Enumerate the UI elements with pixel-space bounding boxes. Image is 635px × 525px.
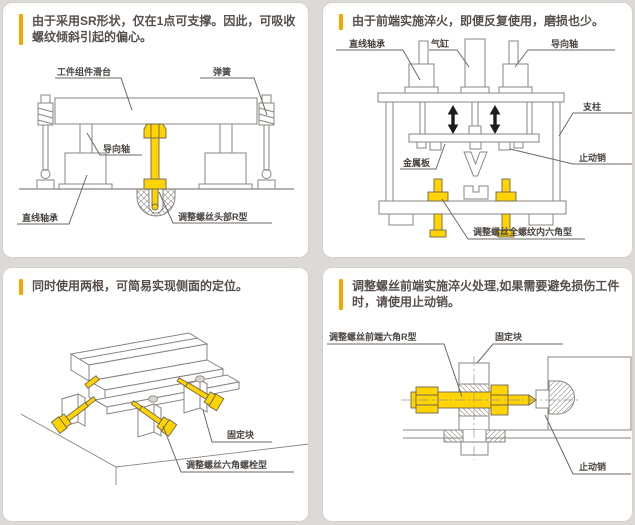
bullet-bar-icon bbox=[19, 14, 23, 46]
panel-header: 同时使用两根，可简易实现侧面的定位。 bbox=[3, 268, 308, 295]
panel-description: 调整螺丝前端实施淬火处理,如果需要避免损伤工件时，请使用止动销。 bbox=[352, 279, 620, 309]
label-adjust-screw-r-head: 调整螺丝头部R型 bbox=[178, 211, 248, 222]
label-stop-pin: 止动销 bbox=[579, 461, 606, 472]
panel-header: 由于采用SR形状，仅在1点可支撑。因此，可吸收螺纹倾斜引起的偏心。 bbox=[3, 3, 308, 46]
leader-lines bbox=[327, 343, 631, 475]
leader-lines bbox=[336, 49, 632, 240]
panel-description: 由于采用SR形状，仅在1点可支撑。因此，可吸收螺纹倾斜引起的偏心。 bbox=[32, 14, 296, 44]
panel-header: 由于前端实施淬火，即便反复使用，磨损也少。 bbox=[323, 3, 632, 30]
panel-header: 调整螺丝前端实施淬火处理,如果需要避免损伤工件时，请使用止动销。 bbox=[323, 268, 632, 311]
label-linear-bearing: 直线轴承 bbox=[349, 38, 385, 49]
label-guide-shaft: 导向轴 bbox=[551, 38, 578, 49]
label-adjust-screw-hex-r: 调整螺丝前端六角R型 bbox=[329, 331, 417, 342]
bullet-bar-icon bbox=[339, 14, 343, 30]
label-linear-bearing: 直线轴承 bbox=[22, 212, 58, 223]
contact-nut-graphic bbox=[148, 375, 205, 403]
diagram-side-positioning: 固定块 调整螺丝六角螺栓型 bbox=[20, 332, 308, 485]
panel-stop-pin-usage: 调整螺丝前端实施淬火处理,如果需要避免损伤工件时，请使用止动销。 bbox=[322, 267, 633, 522]
machine-line-art bbox=[19, 94, 294, 217]
label-adjust-screw-hex-socket: 调整螺丝全螺纹内六角型 bbox=[473, 226, 572, 237]
adjust-screw-graphic bbox=[50, 375, 225, 437]
leader-lines bbox=[162, 409, 294, 473]
diagram-quench-jig: 直线轴承 气缸 导向轴 支柱 金属板 止动销 调整螺丝全螺纹内六角型 bbox=[336, 38, 632, 240]
machine-line-art bbox=[403, 356, 632, 456]
adjust-screw-graphic bbox=[427, 178, 517, 238]
machine-line-art bbox=[377, 38, 567, 226]
panel-description: 由于前端实施淬火，即便反复使用，磨损也少。 bbox=[352, 14, 605, 28]
label-stop-pin: 止动销 bbox=[579, 152, 606, 163]
bullet-bar-icon bbox=[339, 279, 343, 311]
ground-lines bbox=[20, 413, 308, 485]
panel-side-positioning: 同时使用两根，可简易实现侧面的定位。 bbox=[2, 267, 309, 522]
diagram-sr-support: 工件组件滑台 弹簧 导向轴 直线轴承 调整螺丝头部R型 bbox=[17, 66, 294, 225]
label-slide-table: 工件组件滑台 bbox=[57, 66, 111, 77]
bullet-bar-icon bbox=[19, 279, 23, 295]
label-adjust-screw-hex-bolt: 调整螺丝六角螺栓型 bbox=[186, 459, 267, 470]
diagram-stop-pin-usage: 调整螺丝前端六角R型 固定块 止动销 bbox=[327, 331, 632, 475]
label-guide-shaft: 导向轴 bbox=[103, 143, 130, 154]
label-air-cylinder: 气缸 bbox=[430, 38, 449, 49]
panel-quench-jig: 由于前端实施淬火，即便反复使用，磨损也少。 bbox=[322, 2, 633, 258]
up-down-arrow-icon bbox=[447, 104, 501, 135]
panel-sr-support: 由于采用SR形状，仅在1点可支撑。因此，可吸收螺纹倾斜引起的偏心。 bbox=[2, 2, 309, 258]
label-fixing-block: 固定块 bbox=[227, 429, 255, 440]
panel-description: 同时使用两根，可简易实现侧面的定位。 bbox=[32, 279, 249, 293]
label-spring: 弹簧 bbox=[213, 66, 231, 77]
label-metal-plate: 金属板 bbox=[402, 157, 431, 168]
leader-lines bbox=[17, 77, 272, 225]
adjust-screw-graphic bbox=[143, 123, 167, 211]
centerlines bbox=[401, 356, 581, 460]
label-fixing-block: 固定块 bbox=[495, 331, 523, 342]
label-pillar: 支柱 bbox=[582, 101, 601, 112]
